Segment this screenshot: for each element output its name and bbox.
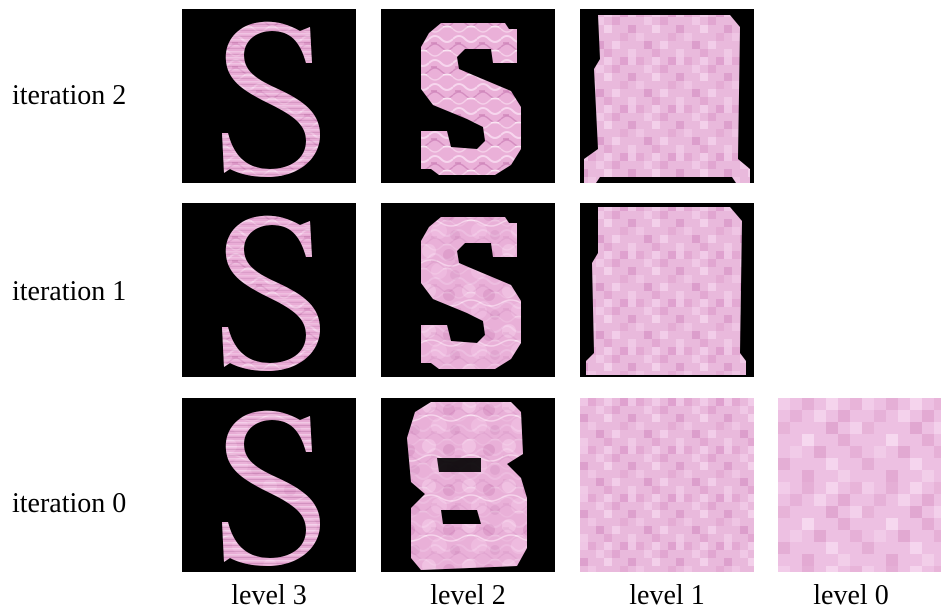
row-label-iteration-0: iteration 0 bbox=[12, 490, 126, 518]
col-label-level-2: level 2 bbox=[378, 582, 558, 610]
tile-iter0-level3 bbox=[182, 398, 356, 572]
row-label-iteration-1: iteration 1 bbox=[12, 278, 126, 306]
tile-iter1-level1 bbox=[580, 203, 754, 377]
col-label-level-1: level 1 bbox=[577, 582, 757, 610]
row-label-iteration-2: iteration 2 bbox=[12, 82, 126, 110]
tile-iter0-level1 bbox=[580, 398, 754, 572]
tile-iter2-level1 bbox=[580, 9, 754, 183]
tile-iter2-level2 bbox=[381, 9, 555, 183]
tile-iter2-level3 bbox=[182, 9, 356, 183]
tile-iter1-level2 bbox=[381, 203, 555, 377]
tile-iter0-level2 bbox=[381, 398, 555, 572]
tile-iter0-level0 bbox=[778, 398, 941, 572]
tile-iter1-level3 bbox=[182, 203, 356, 377]
col-label-level-3: level 3 bbox=[179, 582, 359, 610]
col-label-level-0: level 0 bbox=[761, 582, 941, 610]
